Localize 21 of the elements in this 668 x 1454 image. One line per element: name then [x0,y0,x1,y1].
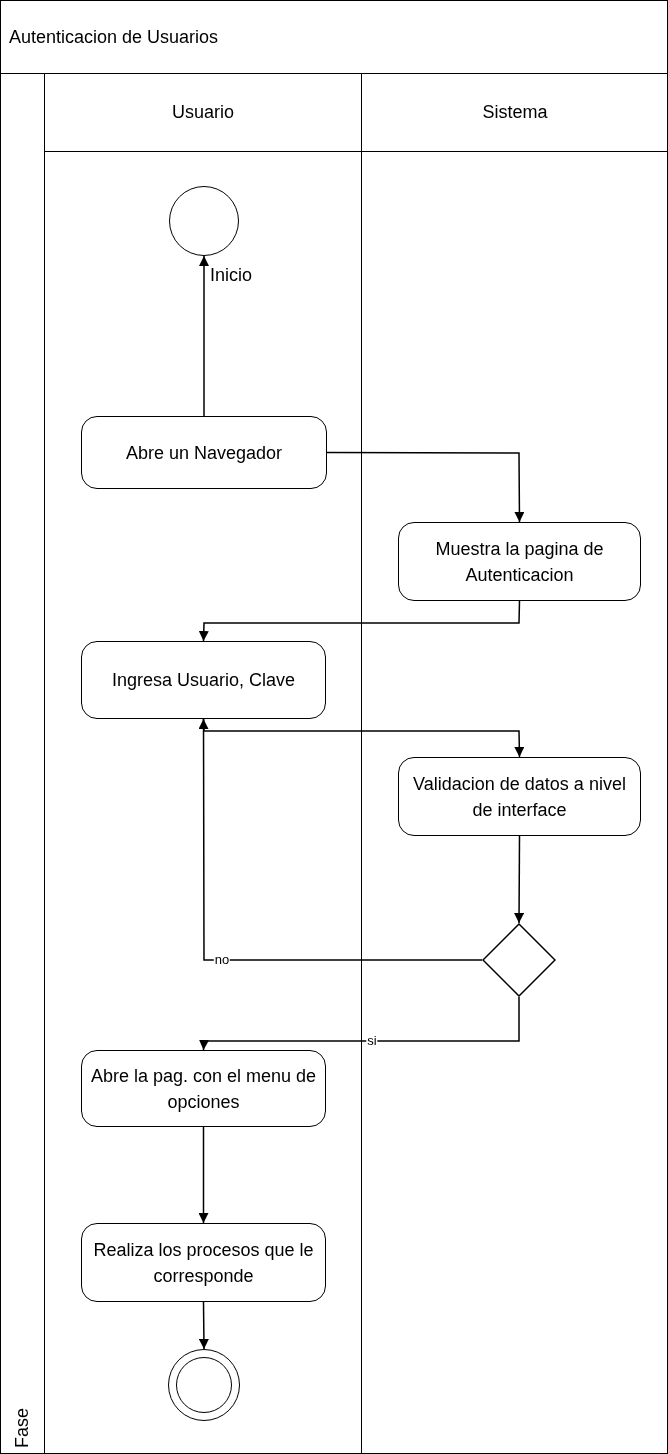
lane-header: Sistema [482,101,548,124]
arrow [326,451,525,523]
arrow [198,600,521,642]
activity-box: Ingresa Usuario, Clave [81,641,326,719]
edge-label: si [366,1033,378,1047]
decision-diamond [482,923,556,997]
arrow [198,1301,209,1350]
activity-box: Realiza los procesos que le corresponde [81,1223,326,1302]
lane-header: Usuario [172,101,234,124]
phase-label: Fase [11,1407,33,1448]
arrow [199,996,520,1051]
swimlane [45,74,362,1454]
arrow [198,1126,209,1224]
arrow [514,835,525,924]
arrow [198,718,483,961]
activity-box: Muestra la pagina de Autenticacion [398,522,641,601]
arrow [199,255,209,417]
pool-title: Autenticacion de Usuarios [9,25,219,49]
activity-box: Abre la pag. con el menu de opciones [81,1050,326,1127]
activity-box: Abre un Navegador [81,416,327,489]
activity-box: Validacion de datos a nivel de interface [398,757,641,836]
